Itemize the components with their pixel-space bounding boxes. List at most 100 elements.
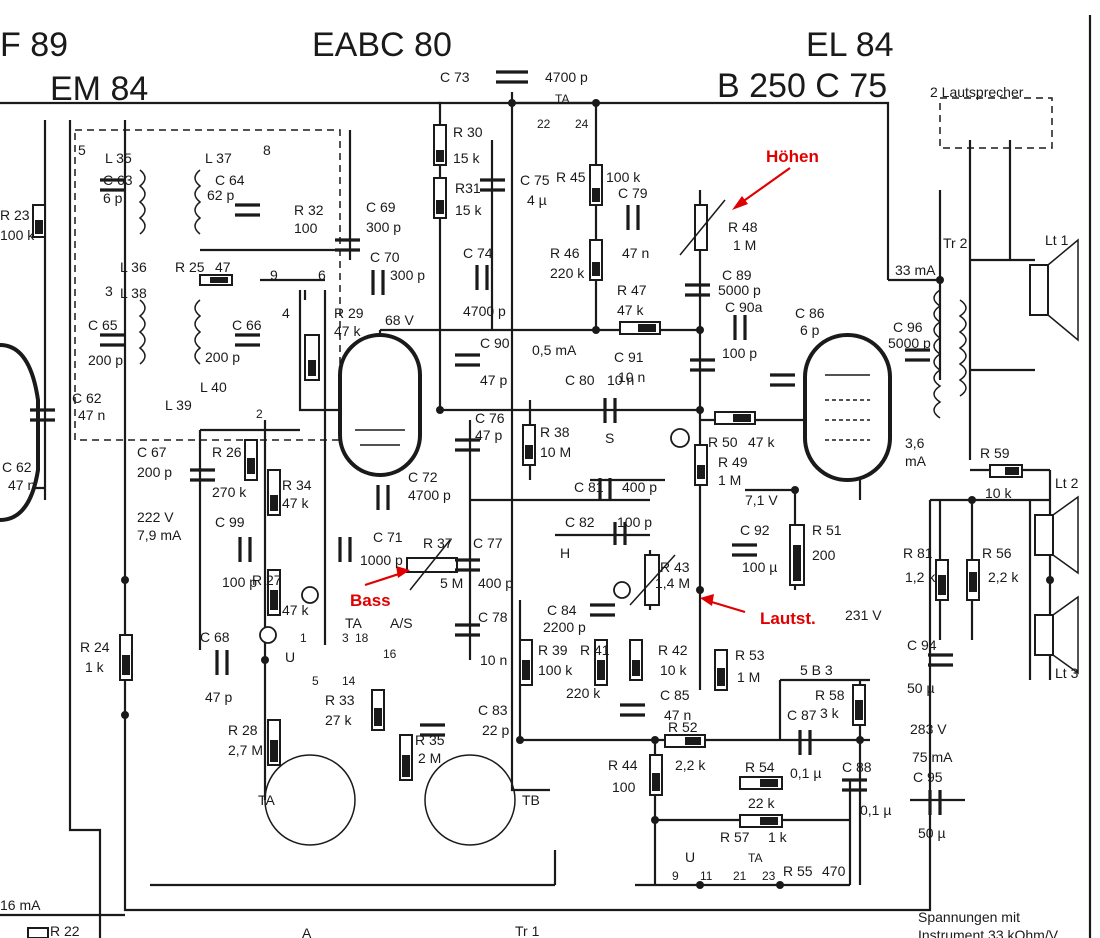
transformer-tr1: Tr 1 (515, 923, 540, 938)
tube-em84-partial (0, 343, 40, 522)
label-c72-value: 4700 p (408, 487, 451, 503)
label-r23: R 23 (0, 207, 30, 223)
label-c72: C 72 (408, 469, 438, 485)
label-c99: C 99 (215, 514, 245, 530)
capacitors (30, 70, 953, 815)
tube-label-em84: EM 84 (50, 70, 148, 108)
label-r30-value: 15 k (453, 150, 480, 166)
label-pin5: 5 (78, 142, 86, 158)
tube-label-rectifier: B 250 C 75 (717, 67, 887, 105)
label-c83: C 83 (478, 702, 508, 718)
label-c95: C 95 (913, 769, 943, 785)
label-r35: R 35 (415, 732, 445, 748)
label-r48: R 48 (728, 219, 758, 235)
label-c94: C 94 (907, 637, 937, 653)
label-l37: L 37 (205, 150, 232, 166)
label-c95-value: 50 µ (918, 825, 946, 841)
label-r48-value: 1 M (733, 237, 756, 253)
label-c84-value: 2200 p (543, 619, 586, 635)
label-c86-value: 6 p (800, 322, 820, 338)
annotation-lautst: Lautst. (760, 609, 816, 628)
label-r81: R 81 (903, 545, 933, 561)
label-c90a: C 90a (725, 299, 763, 315)
label-r58-value: 3 k (820, 705, 840, 721)
label-c74: C 74 (463, 245, 493, 261)
label-r34: R 34 (282, 477, 312, 493)
label-r43-value: 1,4 M (655, 575, 690, 591)
label-r50: R 50 (708, 434, 738, 450)
label-ta-top: TA (555, 92, 569, 106)
label-r49: R 49 (718, 454, 748, 470)
label-pin14: 14 (342, 674, 356, 688)
label-c66-value: 200 p (205, 349, 240, 365)
label-pin6: 6 (318, 267, 326, 283)
label-n9: 9 (672, 869, 679, 883)
speaker-labels: 2 Lautsprecher Lt 1 Lt 2 Lt 3 Tr 2 Tr 1 (515, 84, 1079, 938)
label-n22: 22 (537, 117, 551, 131)
label-c74-value: 4700 p (463, 303, 506, 319)
label-l40: L 40 (200, 379, 227, 395)
label-r44-value: 100 (612, 779, 636, 795)
label-r33: R 33 (325, 692, 355, 708)
label-c83-value: 22 p (482, 722, 509, 738)
label-r27-value: 47 k (282, 602, 309, 618)
tube-el84 (803, 333, 892, 482)
current-36-a: 3,6 (905, 435, 925, 451)
label-pin1: 1 (300, 631, 307, 645)
tube-label-ef89: F 89 (0, 26, 68, 64)
label-l39: L 39 (165, 397, 192, 413)
label-c99-value: 100 p (222, 574, 257, 590)
label-r45: R 45 (556, 169, 586, 185)
footer-line2: Instrument 33 kOhm/V (918, 927, 1059, 938)
label-u-left: U (285, 649, 295, 665)
label-c91: C 91 (614, 349, 644, 365)
label-c62b: C 62 (2, 459, 32, 475)
label-r39-value: 100 k (538, 662, 573, 678)
label-r39: R 39 (538, 642, 568, 658)
label-pin8: 8 (263, 142, 271, 158)
label-r57-value: 1 k (768, 829, 788, 845)
footer-line1: Spannungen mit (918, 909, 1020, 925)
label-r56-value: 2,2 k (988, 569, 1019, 585)
label-switch-s: S (605, 430, 614, 446)
label-r23-value: 100 k (0, 227, 35, 243)
annotation-labels: Höhen Bass Lautst. (350, 147, 819, 628)
label-c90a-value: 100 p (722, 345, 757, 361)
label-r28: R 28 (228, 722, 258, 738)
label-n11: 11 (700, 869, 713, 883)
label-r29-value: 47 k (334, 323, 361, 339)
label-c69: C 69 (366, 199, 396, 215)
label-c96-value: 5000 p (888, 335, 931, 351)
label-ta-socket: TA (258, 792, 276, 808)
label-r51-value: 200 (812, 547, 836, 563)
label-c77: C 77 (473, 535, 503, 551)
label-r38-value: 10 M (540, 444, 571, 460)
label-r24-value: 1 k (85, 659, 105, 675)
potentiometers (406, 199, 726, 606)
label-h: H (560, 545, 570, 561)
label-c82-value: 100 p (617, 514, 652, 530)
voltage-231v: 231 V (845, 607, 882, 623)
voltage-labels: 68 V 0,5 mA 222 V 7,9 mA 7,1 V 33 mA 3,6… (0, 262, 953, 913)
speakers (939, 97, 1079, 675)
label-r35-value: 2 M (418, 750, 441, 766)
label-c85: C 85 (660, 687, 690, 703)
label-c89-value: 5000 p (718, 282, 761, 298)
label-ta-switch: TA (345, 615, 363, 631)
label-c91-value: 10 n (618, 369, 645, 385)
current-05ma: 0,5 mA (532, 342, 577, 358)
label-c63: C 63 (103, 172, 133, 188)
label-r24: R 24 (80, 639, 110, 655)
label-r49-value: 1 M (718, 472, 741, 488)
label-c92: C 92 (740, 522, 770, 538)
label-r41-value: 220 k (566, 685, 601, 701)
tube-label-eabc80: EABC 80 (312, 26, 452, 64)
voltage-71v: 7,1 V (745, 492, 778, 508)
if-can (74, 129, 341, 441)
label-c84: C 84 (547, 602, 577, 618)
label-c76-value: 47 p (475, 427, 502, 443)
label-r38: R 38 (540, 424, 570, 440)
label-r44: R 44 (608, 757, 638, 773)
label-c67-value: 200 p (137, 464, 172, 480)
